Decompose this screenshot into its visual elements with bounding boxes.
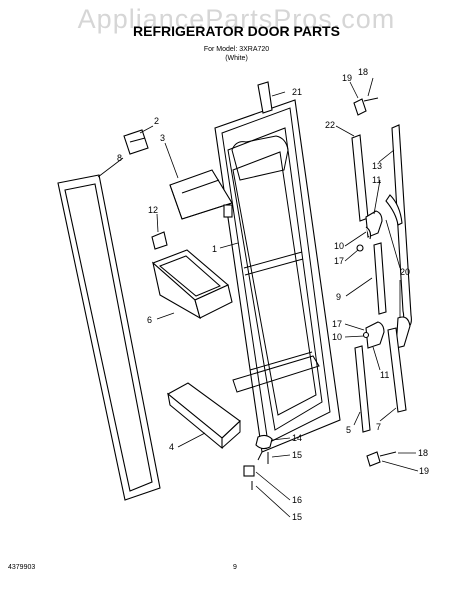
callout-4: 4 [169,442,174,452]
lower-door-bin [167,382,241,450]
page-title: REFRIGERATOR DOOR PARTS [133,23,340,39]
callout-6: 6 [147,315,152,325]
bin-stop [151,231,168,250]
callout-10-bottom: 10 [332,332,342,342]
callout-10-top: 10 [334,241,344,251]
color-line: (White) [225,55,248,62]
footer-part-number: 4379903 [8,564,36,571]
watermark: AppliancePartsPros.com [77,4,396,34]
handle-trim-upper [351,134,369,222]
callout-15-upper: 15 [292,450,302,460]
leader-lines [97,77,419,518]
bottom-hinge [366,451,397,467]
callout-18-bottom: 18 [418,448,428,458]
callout-16: 16 [292,495,302,505]
callout-22: 22 [325,120,335,130]
callout-11-top: 11 [372,175,381,185]
callout-18-top: 18 [358,67,368,77]
upper-handle-bracket [356,210,383,252]
door-bin [151,249,233,320]
freezer-door [214,99,341,461]
top-hinge [353,97,379,116]
callout-20: 20 [400,267,410,277]
callout-2: 2 [154,116,159,126]
callout-11-bottom: 11 [380,370,389,380]
callout-1: 1 [212,244,217,254]
model-line: For Model: 3XRA720 [203,46,270,53]
callout-21: 21 [292,87,302,97]
callout-3: 3 [160,133,165,143]
lower-handle-bracket [362,316,411,349]
callout-12: 12 [148,205,158,215]
handle-lower [387,327,407,413]
bottom-hinge-parts [243,434,273,490]
callout-8: 8 [117,153,122,163]
callout-9: 9 [336,292,341,302]
callout-15-lower: 15 [292,512,302,522]
door-bar [169,169,233,220]
handle-mount [123,129,149,155]
callout-13: 13 [372,161,382,171]
callout-19-top: 19 [342,73,352,83]
handle-trim-lower [354,345,371,433]
handle-trim-middle [373,242,387,315]
callout-17-bottom: 17 [332,319,342,329]
callout-14: 14 [292,433,302,443]
door-gasket [57,174,161,501]
footer-page-number: 9 [233,564,237,571]
callout-5: 5 [346,425,351,435]
callout-17-top: 17 [334,256,344,266]
top-trim [257,81,273,114]
callout-19-bottom: 19 [419,466,429,476]
callouts: 2 3 8 12 1 6 4 21 22 19 18 13 11 10 17 2… [117,67,429,522]
callout-7: 7 [376,422,381,432]
door-handle [385,124,412,330]
